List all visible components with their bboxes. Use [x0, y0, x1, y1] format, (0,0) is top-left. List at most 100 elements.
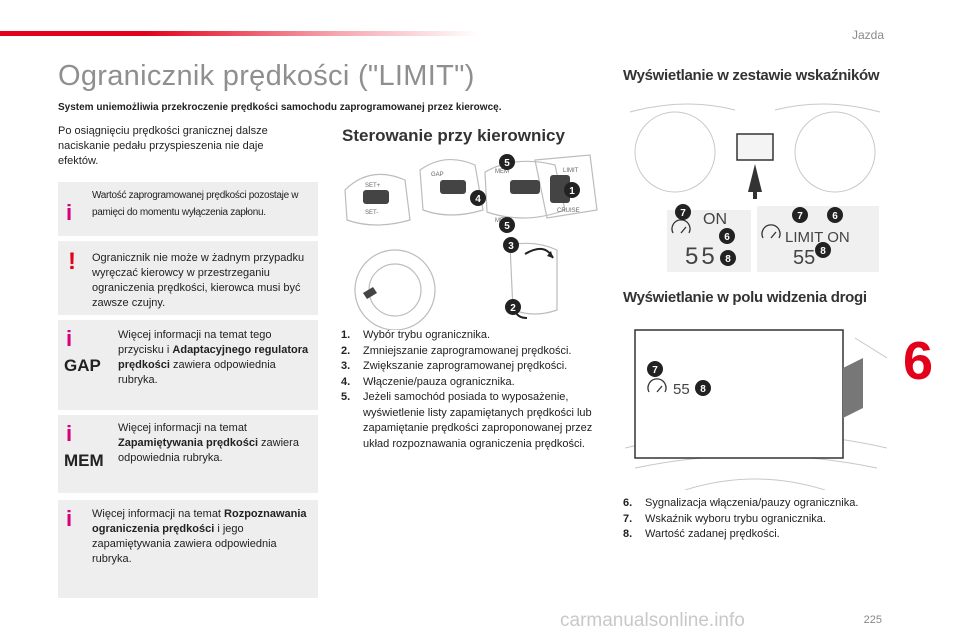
dashboard-panel-outline: [509, 242, 558, 315]
mem-info-pre: Więcej informacji na temat: [118, 422, 247, 434]
stalk-label-set-plus: SET+: [365, 183, 381, 189]
hud-illustration: 55 7 8: [625, 329, 887, 490]
instrument-cluster-outline: [629, 103, 881, 193]
list-item: 3.Zwiększanie zaprogramowanej prędkości.: [341, 360, 568, 372]
callout-5-top: 5: [499, 154, 515, 170]
cluster-illustration: ON 55 LIMIT ON 55 7 6 8 7 6 8: [629, 103, 881, 272]
list-item: 5.Jeżeli samochód posiada to wyposażenie…: [341, 391, 593, 450]
wheel-control-marker: [363, 287, 377, 299]
intro-text: Po osiągnięciu prędkości granicznej dals…: [58, 125, 268, 167]
hud-legend-list: 6.Sygnalizacja włączenia/pauzy ograniczn…: [623, 496, 873, 543]
svg-text:7: 7: [652, 365, 658, 376]
gap-acronym: GAP: [64, 356, 101, 375]
recognition-info-text: Więcej informacji na temat Rozpoznawania…: [92, 507, 310, 567]
steering-wheel-hub: [368, 263, 422, 317]
info-icon: i: [66, 506, 73, 531]
stalk-label-limit: LIMIT: [563, 168, 579, 174]
mem-info-post: zawiera odpowiednia rubryka.: [118, 437, 299, 464]
info-icon: i: [66, 326, 73, 351]
callout-1: 1: [564, 182, 580, 198]
hud-speed: 55: [673, 381, 690, 398]
memory-note-box: i Wartość zaprogramowanej prędkości pozo…: [58, 182, 318, 236]
cluster-on-text: ON: [703, 211, 727, 228]
callout-7: 7: [675, 204, 691, 220]
callout-6: 6: [827, 207, 843, 223]
stalk-button-2: [440, 180, 466, 194]
stalk-label-set-minus: SET-: [365, 210, 378, 216]
warning-exclamation-icon: !: [68, 248, 76, 275]
gap-info-pre: Więcej informacji na temat tego przycisk…: [118, 329, 272, 356]
hud-heading: Wyświetlanie w polu widzenia drogi: [623, 289, 867, 306]
gap-info-bold: Adaptacyjnego regulatora prędkości: [118, 344, 309, 371]
gap-info-post: zawiera odpowiednia rubryka.: [118, 359, 276, 386]
list-item: 4.Włączenie/pauza ogranicznika.: [341, 375, 515, 388]
list-item: 2.Zmniejszanie zaprogramowanej prędkości…: [341, 344, 572, 357]
cluster-panel-limit-on: [757, 206, 879, 272]
cluster-limit-on-text: LIMIT ON: [785, 229, 850, 246]
hud-projector: [843, 358, 863, 418]
recognition-info-pre: Więcej informacji na temat: [92, 508, 225, 520]
up-arrow-icon: [748, 164, 762, 192]
callout-2: 2: [505, 299, 521, 315]
callout-5-bottom: 5: [499, 217, 515, 233]
gap-info-box: i GAP Więcej informacji na temat tego pr…: [58, 320, 318, 410]
warning-text: Ogranicznik nie może w żadnym przypadku …: [92, 252, 305, 309]
svg-text:6: 6: [724, 232, 730, 243]
callout-3: 3: [503, 237, 519, 253]
speedometer-icon: [647, 378, 667, 393]
info-icon: i: [66, 421, 73, 446]
mem-info-text: Więcej informacji na temat Zapamiętywani…: [118, 421, 310, 466]
recognition-info-bold: Rozpoznawania ograniczenia prędkości: [92, 508, 307, 535]
svg-text:7: 7: [680, 208, 686, 219]
stalk-label-mem-top: MEM: [495, 169, 509, 175]
stalk-outline-1: [344, 173, 411, 226]
callout-8: 8: [720, 250, 736, 266]
list-item: 6.Sygnalizacja włączenia/pauzy ograniczn…: [623, 497, 859, 509]
hud-windshield-frame: [634, 329, 844, 459]
cluster-heading: Wyświetlanie w zestawie wskaźników: [623, 67, 880, 84]
top-accent-bar: [0, 31, 480, 36]
speedometer-icon: [671, 219, 781, 239]
svg-text:8: 8: [700, 384, 706, 395]
cluster-display-screen: [736, 133, 774, 161]
mem-info-bold: Zapamiętywania prędkości: [118, 437, 258, 449]
callout-7: 7: [792, 207, 808, 223]
svg-text:6: 6: [832, 211, 838, 222]
svg-text:5: 5: [504, 221, 510, 232]
steering-wheel-outline: [354, 249, 436, 330]
page-subtitle: System uniemożliwia przekroczenie prędko…: [58, 102, 502, 113]
callout-8: 8: [695, 380, 711, 396]
mode-selector-wheel: [550, 175, 570, 203]
warning-box: ! Ogranicznik nie może w żadnym przypadk…: [58, 241, 318, 315]
svg-text:2: 2: [510, 303, 516, 314]
stalk-button-3: [510, 180, 540, 194]
steering-heading: Sterowanie przy kierownicy: [342, 126, 565, 145]
section-label: Jazda: [851, 28, 884, 42]
memory-note-text: Wartość zaprogramowanej prędkości pozost…: [92, 190, 299, 218]
recognition-info-post: i jego zapamiętywania zawiera odpowiedni…: [92, 523, 277, 565]
stalk-label-cruise: CRUISE: [557, 208, 580, 214]
gap-info-text: Więcej informacji na temat tego przycisk…: [118, 328, 310, 388]
callout-4: 4: [470, 190, 486, 206]
page-number: 225: [863, 614, 882, 626]
stalk-button-1: [363, 190, 389, 204]
watermark: carmanualsonline.info: [560, 610, 745, 631]
callout-6: 6: [719, 228, 735, 244]
steering-legend-list: 1.Wybór trybu ogranicznika. 2.Zmniejszan…: [341, 328, 603, 452]
stalk-end-panel: [534, 154, 598, 219]
cluster-speed-right: 55: [793, 247, 815, 269]
mem-acronym: MEM: [64, 451, 104, 470]
cluster-speed-left: 55: [685, 243, 718, 270]
svg-text:4: 4: [475, 194, 481, 205]
list-item: 7.Wskaźnik wyboru trybu ogranicznika.: [623, 512, 826, 525]
svg-text:7: 7: [797, 211, 803, 222]
svg-text:8: 8: [820, 246, 826, 257]
svg-text:1: 1: [569, 186, 575, 197]
svg-text:5: 5: [504, 158, 510, 169]
stalk-outline-2: [419, 159, 484, 216]
mem-info-box: i MEM Więcej informacji na temat Zapamię…: [58, 415, 318, 493]
page-title: Ogranicznik prędkości ("LIMIT"): [58, 60, 475, 92]
svg-text:8: 8: [725, 254, 731, 265]
list-item: 8.Wartość zadanej prędkości.: [623, 528, 780, 540]
stalk-label-gap: GAP: [431, 172, 444, 178]
